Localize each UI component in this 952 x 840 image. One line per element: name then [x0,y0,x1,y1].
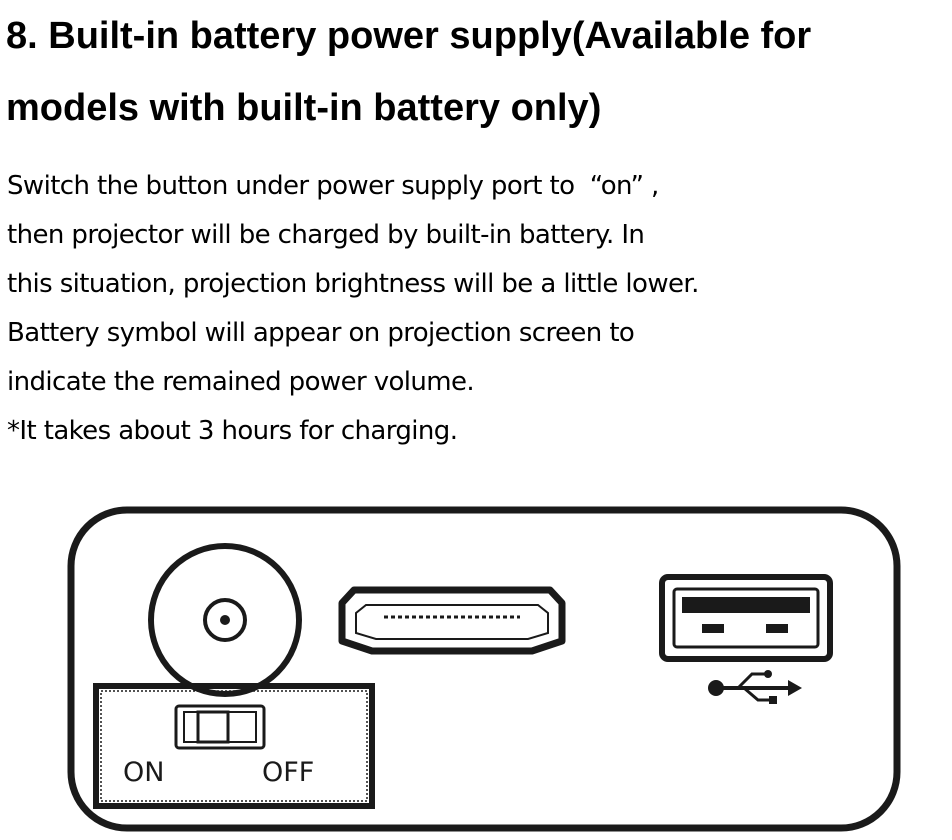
switch-on-label: ON [123,757,164,788]
instruction-line-4: Battery symbol will appear on projection… [7,318,635,348]
charging-note: *It takes about 3 hours for charging. [7,416,458,446]
slide-switch-icon[interactable] [174,704,266,750]
dc-power-port-icon [148,543,302,697]
instruction-line-3: this situation, projection brightness wi… [7,269,699,299]
usb-symbol-icon [708,670,802,704]
section-heading: 8. Built-in battery power supply(Availab… [6,0,946,144]
instruction-line-5: indicate the remained power volume. [7,367,475,397]
usb-port-icon [659,574,833,662]
instruction-line-2: then projector will be charged by built-… [7,220,645,250]
switch-off-label: OFF [262,757,314,788]
section-heading-line-2: models with built-in battery only) [6,87,602,129]
port-panel-outline [67,506,901,832]
instruction-line-1: Switch the button under power supply por… [7,171,659,201]
power-switch-box [93,683,375,809]
section-heading-line-1: 8. Built-in battery power supply(Availab… [6,15,812,57]
port-panel-diagram: ON OFF [66,505,902,835]
instruction-text: Switch the button under power supply por… [7,162,947,456]
hdmi-port-icon [338,586,566,655]
